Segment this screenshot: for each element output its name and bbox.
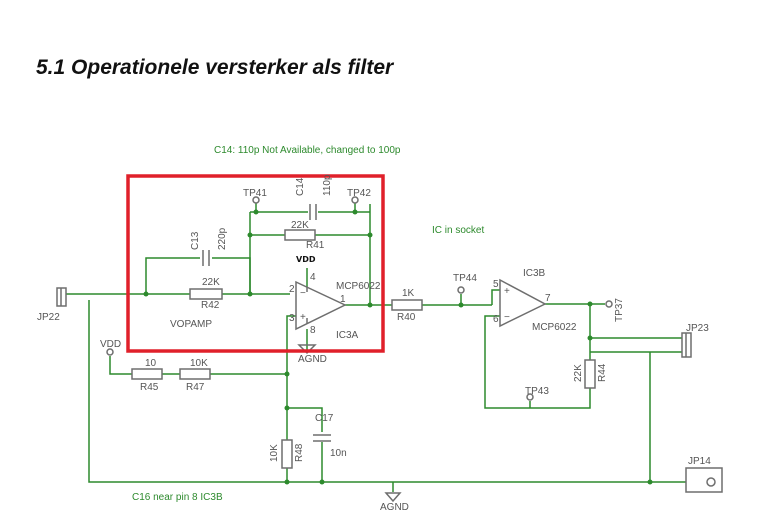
opamp-a-minus: − [300, 288, 306, 299]
label-jp14: JP14 [688, 456, 711, 467]
pin-5: 5 [493, 279, 499, 290]
junctions [143, 209, 653, 485]
connector-jp22 [56, 287, 67, 307]
pin-2: 2 [289, 284, 295, 295]
label-jp22: JP22 [37, 312, 60, 323]
note-c14: C14: 110p Not Available, changed to 100p [214, 145, 401, 156]
label-tp37: TP37 [614, 298, 625, 322]
label-agnd-bottom: AGND [380, 502, 409, 513]
pin-6: 6 [493, 314, 499, 325]
wires [66, 203, 686, 492]
label-jp23: JP23 [686, 323, 709, 334]
resistor-r41 [284, 229, 316, 241]
label-r47: R47 [186, 382, 205, 393]
capacitor-c17 [313, 434, 331, 442]
opamp-a-plus: + [300, 312, 306, 323]
opamp-b-minus: − [504, 312, 510, 323]
label-vdd-ic: VDD [296, 255, 316, 264]
capacitor-c13 [202, 250, 210, 266]
label-c13: C13 [190, 231, 201, 250]
connector-jp23 [681, 332, 692, 358]
label-r45: R45 [140, 382, 159, 393]
opamp-ic3a [295, 280, 347, 331]
note-ic-socket: IC in socket [432, 225, 484, 236]
label-r44: R44 [597, 363, 608, 382]
page-title: 5.1 Operationele versterker als filter [36, 56, 394, 79]
label-vopamp: VOPAMP [170, 319, 212, 330]
pin-1: 1 [340, 294, 346, 305]
label-ic3b: IC3B [523, 268, 546, 279]
label-r44-value: 22K [573, 364, 584, 382]
pin-7: 7 [545, 293, 551, 304]
resistor-r42 [189, 288, 223, 300]
opamp-ic3b [499, 278, 547, 328]
label-tp44: TP44 [453, 273, 477, 284]
label-r45-value: 10 [145, 358, 157, 369]
label-c13-value: 220p [217, 227, 228, 250]
label-mcp6022-a: MCP6022 [336, 281, 381, 292]
agnd-bottom-symbol [384, 492, 402, 503]
resistor-r47 [179, 368, 211, 380]
resistor-r48 [281, 439, 293, 469]
label-r48: R48 [294, 443, 305, 462]
label-tp43: TP43 [525, 386, 549, 397]
label-mcp6022-b: MCP6022 [532, 322, 577, 333]
pin-4: 4 [310, 272, 316, 283]
label-r42: R42 [201, 300, 220, 311]
opamp-b-plus: + [504, 286, 510, 297]
label-r48-value: 10K [269, 444, 280, 462]
label-r41-value: 22K [291, 220, 309, 231]
label-c17-value: 10n [330, 448, 347, 459]
label-tp41: TP41 [243, 188, 267, 199]
pin-8: 8 [310, 325, 316, 336]
resistor-r40 [391, 299, 423, 311]
label-r40: R40 [397, 312, 416, 323]
label-vdd: VDD [100, 339, 121, 350]
resistor-r45 [131, 368, 163, 380]
pin-3: 3 [289, 313, 295, 324]
agnd-symbol [297, 344, 317, 355]
label-ic3a: IC3A [336, 330, 359, 341]
note-c16: C16 near pin 8 IC3B [132, 492, 223, 503]
label-r41: R41 [306, 240, 325, 251]
resistor-r44 [584, 359, 596, 389]
label-r42-value: 22K [202, 277, 220, 288]
label-r40-value: 1K [402, 288, 415, 299]
capacitor-c14 [309, 204, 317, 220]
label-tp42: TP42 [347, 188, 371, 199]
label-c14-value: 110p [322, 174, 333, 196]
highlight-box [126, 174, 385, 353]
label-c17: C17 [315, 413, 334, 424]
label-r47-value: 10K [190, 358, 208, 369]
label-c14: C14 [295, 177, 306, 196]
label-agnd: AGND [298, 354, 327, 365]
connector-jp14 [685, 467, 723, 493]
testpoints [106, 196, 613, 401]
